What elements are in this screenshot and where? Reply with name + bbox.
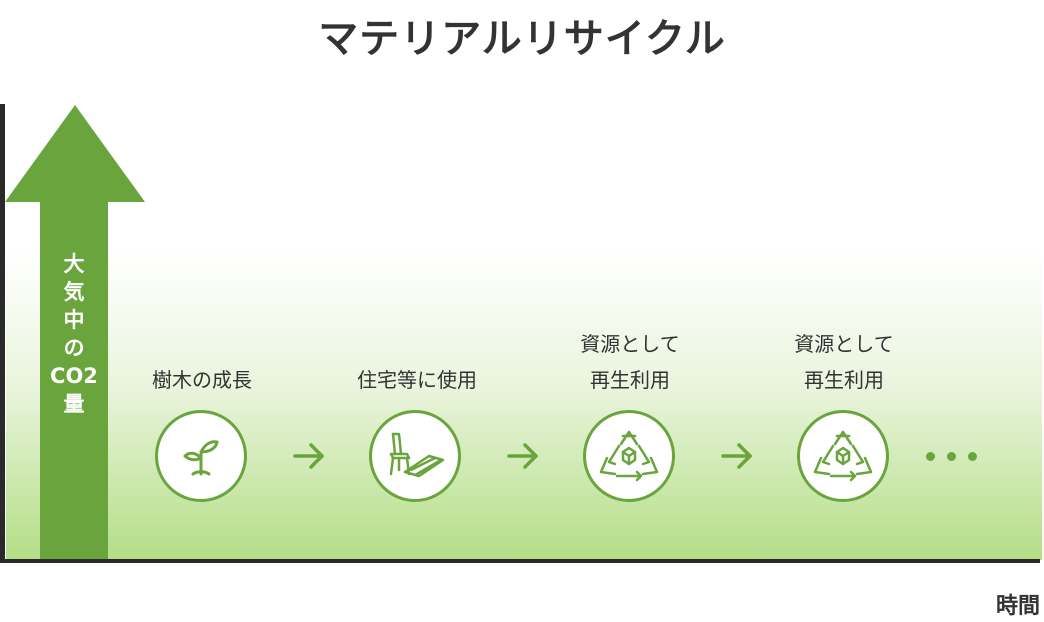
- stage-label-line: 樹木の成長: [152, 368, 252, 392]
- stage-circle-recycle-2: [797, 410, 889, 502]
- stage-label-line: 資源として: [794, 332, 894, 356]
- stage-circle-tree-growth: [155, 410, 247, 502]
- y-axis: [0, 104, 5, 562]
- stage-label-line: 再生利用: [804, 368, 884, 392]
- upward-arrow-shaft: [40, 201, 108, 559]
- recycle-icon: [813, 430, 873, 482]
- stage-label-recycle-2: 資源として 再生利用: [764, 326, 924, 398]
- diagram-title: マテリアルリサイクル: [318, 16, 726, 62]
- stage-label-tree-growth: 樹木の成長: [120, 362, 284, 398]
- stage-label-housing-use: 住宅等に使用: [328, 362, 506, 398]
- flow-arrow-icon: [293, 443, 324, 469]
- stage-label-line: 資源として: [580, 332, 680, 356]
- flow-arrow-icon: [507, 443, 538, 469]
- stage-label-recycle-1: 資源として 再生利用: [550, 326, 710, 398]
- sprout-icon: [183, 440, 219, 476]
- ellipsis-dot: [968, 452, 977, 461]
- background-gradient: [6, 250, 1042, 560]
- co2-arrow-label: 大 気 中 の CO2 量: [40, 250, 108, 418]
- x-axis: [0, 559, 1040, 563]
- co2-label-char: CO2: [50, 364, 98, 388]
- co2-label-char: 中: [63, 308, 85, 332]
- recycle-icon: [599, 430, 659, 482]
- ellipsis-dot: [926, 452, 935, 461]
- co2-label-char: の: [63, 336, 85, 360]
- continuation-dots: [926, 452, 977, 461]
- stage-label-line: 再生利用: [590, 368, 670, 392]
- stage-circle-housing-use: [369, 410, 461, 502]
- chair-and-lumber-icon: [389, 432, 445, 478]
- stage-label-line: 住宅等に使用: [357, 368, 477, 392]
- upward-arrow-head: [5, 105, 145, 202]
- x-axis-label: 時間: [995, 594, 1040, 619]
- stage-circle-recycle-1: [583, 410, 675, 502]
- flow-arrow-icon: [721, 443, 752, 469]
- co2-label-char: 大: [63, 252, 85, 276]
- ellipsis-dot: [947, 452, 956, 461]
- co2-label-char: 量: [63, 392, 85, 416]
- co2-label-char: 気: [63, 280, 85, 304]
